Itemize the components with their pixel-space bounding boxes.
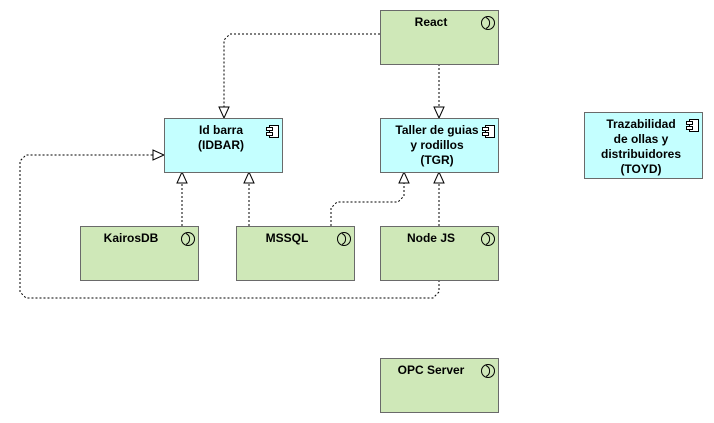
- arrow-head-icon: [243, 170, 255, 184]
- edge-mssql-to-idbar: [243, 170, 255, 226]
- node-label-line: Trazabilidad: [606, 117, 675, 131]
- node-react[interactable]: React: [380, 10, 499, 65]
- edge-line: [223, 33, 380, 107]
- service-icon: [337, 232, 351, 246]
- node-box: [236, 226, 355, 281]
- node-label: Id barra(IDBAR): [198, 123, 244, 152]
- node-label: React: [415, 15, 448, 29]
- node-label-line: de ollas y: [614, 132, 669, 146]
- service-icon: [181, 232, 195, 246]
- edge-line: [19, 154, 440, 299]
- node-box: [380, 226, 499, 281]
- node-label-line: Node JS: [407, 231, 455, 245]
- service-icon: [481, 364, 495, 378]
- node-mssql[interactable]: MSSQL: [236, 226, 355, 281]
- node-label-line: Taller de guias: [395, 123, 478, 137]
- node-label-line: MSSQL: [266, 231, 309, 245]
- node-label-line: OPC Server: [398, 363, 465, 377]
- node-label-line: KairosDB: [104, 231, 159, 245]
- arrow-head-icon: [176, 170, 188, 184]
- node-box: [584, 112, 703, 179]
- node-label: MSSQL: [266, 231, 309, 245]
- edge-kairosdb-to-idbar: [176, 170, 188, 226]
- arrow-head-icon: [433, 106, 445, 120]
- node-opc[interactable]: OPC Server: [380, 358, 499, 413]
- edge-react-to-tgr: [433, 64, 445, 120]
- service-icon: [481, 232, 495, 246]
- component-icon: [266, 125, 279, 138]
- edge-line: [330, 183, 405, 226]
- node-box: [80, 226, 199, 281]
- node-label-line: (TGR): [420, 153, 453, 167]
- node-label-line: React: [415, 15, 448, 29]
- node-label-line: distribuidores: [601, 147, 681, 161]
- service-icon: [481, 16, 495, 30]
- arrow-head-icon: [218, 106, 230, 120]
- node-idbar[interactable]: Id barra(IDBAR): [164, 118, 283, 173]
- component-icon: [686, 119, 699, 132]
- edge-react-to-idbar: [218, 33, 380, 120]
- edges-layer: [19, 33, 445, 299]
- node-label: OPC Server: [398, 363, 465, 377]
- node-label: Node JS: [407, 231, 455, 245]
- node-box: [380, 118, 499, 173]
- node-label-line: (IDBAR): [198, 138, 244, 152]
- node-label: KairosDB: [104, 231, 159, 245]
- node-box: [380, 10, 499, 65]
- component-icon: [482, 125, 495, 138]
- node-nodejs[interactable]: Node JS: [380, 226, 499, 281]
- edge-nodejs-to-idbar: [19, 149, 440, 299]
- node-label-line: (TOYD): [620, 162, 661, 176]
- arrow-head-icon: [433, 170, 445, 184]
- node-label-line: y rodillos: [410, 138, 464, 152]
- node-label-line: Id barra: [199, 123, 243, 137]
- node-box: [380, 358, 499, 413]
- edge-nodejs-to-tgr: [433, 170, 445, 226]
- arrow-head-icon: [398, 170, 410, 184]
- arrow-head-icon: [152, 149, 166, 161]
- node-kairosdb[interactable]: KairosDB: [80, 226, 199, 281]
- edge-mssql-to-tgr: [330, 170, 410, 226]
- node-box: [164, 118, 283, 173]
